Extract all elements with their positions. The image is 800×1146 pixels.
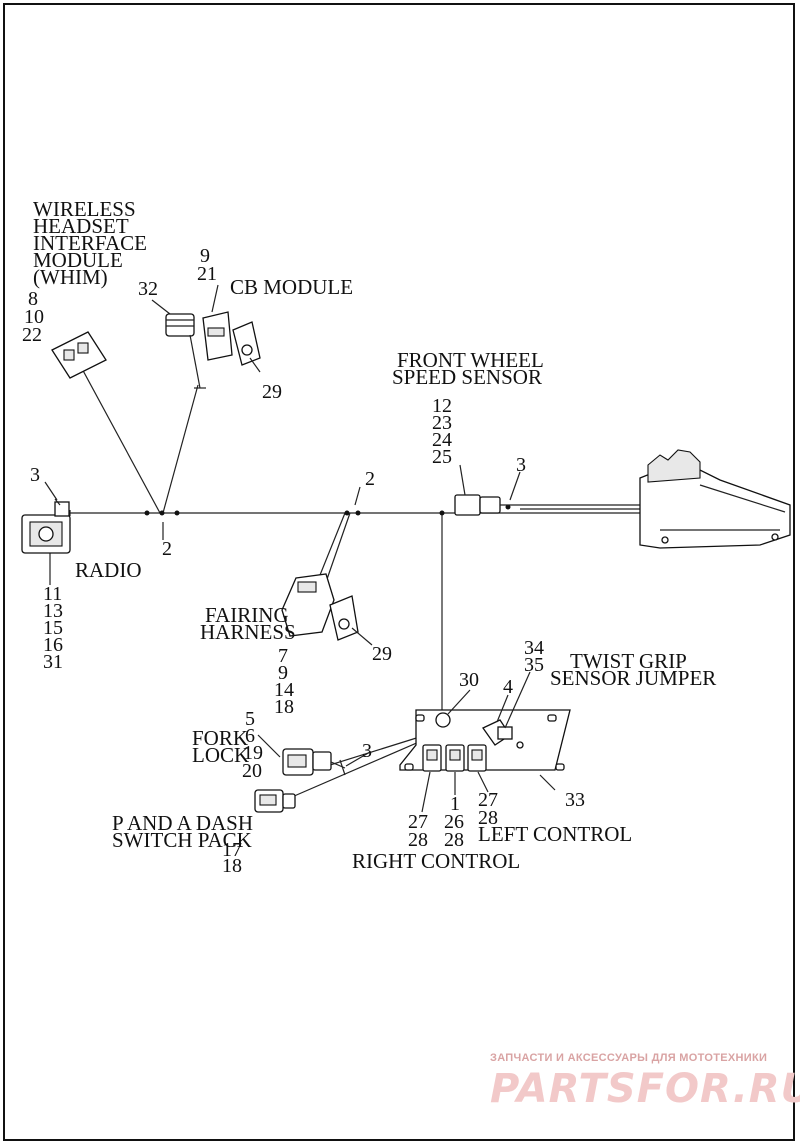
- switch-pack-component: [254, 789, 296, 813]
- callout-number: 35: [524, 654, 544, 676]
- radio-callouts: 11 13 15 16 31: [43, 583, 63, 673]
- whim-label-line: INTERFACE: [33, 231, 147, 255]
- cb-module-label: CB MODULE: [230, 275, 353, 299]
- callout-number: 10: [24, 306, 44, 328]
- callout-number: 3: [362, 740, 372, 762]
- radio-label: RADIO: [75, 558, 142, 582]
- whim-label-line: (WHIM): [33, 265, 108, 289]
- callout-number: 9: [278, 662, 288, 684]
- p-and-a-label-line: P AND A DASH: [112, 811, 253, 835]
- twist-grip-label-line: TWIST GRIP: [570, 649, 687, 673]
- callout-number: 2: [162, 538, 172, 560]
- callout-number: 31: [43, 651, 63, 673]
- fairing-harness-component: [281, 573, 359, 641]
- callout-number: 24: [432, 429, 452, 451]
- whim-label: WIRELESS HEADSET INTERFACE MODULE (WHIM): [33, 197, 147, 289]
- callout-number: 15: [43, 617, 63, 639]
- callout-number: 32: [138, 278, 158, 300]
- front-wheel-sensor-connector: [454, 494, 520, 516]
- callout-number: 16: [43, 634, 63, 656]
- callout-number: 28: [408, 829, 428, 851]
- callout-number: 3: [30, 464, 40, 486]
- callout-number: 19: [243, 742, 263, 764]
- watermark-caption: ЗАПЧАСТИ И АКСЕССУАРЫ ДЛЯ МОТОТЕХНИКИ: [490, 1052, 768, 1064]
- callout-number: 5: [245, 708, 255, 730]
- callout-number: 2: [365, 468, 375, 490]
- fork-lock-component: [282, 748, 346, 776]
- callout-number: 11: [43, 583, 62, 605]
- callout-number: 1: [450, 793, 460, 815]
- p-and-a-label-line: SWITCH PACK: [112, 828, 252, 852]
- left-control-label: LEFT CONTROL: [478, 822, 632, 846]
- control-bracket: [399, 709, 571, 772]
- callout-number: 28: [478, 807, 498, 829]
- cb-module-component: [165, 311, 261, 389]
- radio-component: [21, 498, 71, 554]
- fairing-label-line: HARNESS: [200, 620, 296, 644]
- callout-number: 27: [478, 789, 498, 811]
- watermark: ЗАПЧАСТИ И АКСЕССУАРЫ ДЛЯ МОТОТЕХНИКИ PA…: [490, 1052, 800, 1132]
- callout-number: 9: [200, 245, 210, 267]
- callout-number: 28: [444, 829, 464, 851]
- front-wheel-label-line: SPEED SENSOR: [392, 365, 542, 389]
- callout-number: 17: [222, 839, 242, 861]
- whim-label-line: WIRELESS: [33, 197, 136, 221]
- callout-number: 4: [503, 676, 513, 698]
- callout-number: 33: [565, 789, 585, 811]
- fork-lock-label-line: FORK: [192, 726, 248, 750]
- callout-number: 18: [222, 855, 242, 877]
- fairing-bracket: [639, 449, 791, 549]
- whim-label-line: HEADSET: [33, 214, 129, 238]
- junction-dots: [144, 504, 511, 516]
- whim-label-line: MODULE: [33, 248, 123, 272]
- twist-grip-label-line: SENSOR JUMPER: [550, 666, 716, 690]
- callout-number: 20: [242, 760, 262, 782]
- fork-lock-label-line: LOCK: [192, 743, 249, 767]
- front-wheel-label-line: FRONT WHEEL: [397, 348, 544, 372]
- right-control-label: RIGHT CONTROL: [352, 849, 520, 873]
- callout-number: 3: [516, 454, 526, 476]
- leader-lines: [44, 284, 556, 813]
- callout-number: 30: [459, 669, 479, 691]
- callout-number: 7: [278, 645, 288, 667]
- watermark-logo: PARTSFOR.RU: [490, 1066, 800, 1112]
- callout-number: 26: [444, 811, 464, 833]
- callout-number: 34: [524, 637, 544, 659]
- callout-number: 23: [432, 412, 452, 434]
- callout-number: 14: [274, 679, 294, 701]
- callout-number: 8: [28, 288, 38, 310]
- fairing-label-line: FAIRING: [205, 603, 289, 627]
- whim-component: [51, 331, 107, 379]
- callout-number: 27: [408, 811, 428, 833]
- callout-number: 22: [22, 324, 42, 346]
- callout-number: 29: [262, 381, 282, 403]
- callout-number: 18: [274, 696, 294, 718]
- page-border: [3, 3, 795, 1141]
- callout-number: 25: [432, 446, 452, 468]
- callout-number: 21: [197, 263, 217, 285]
- whim-callouts: 8 10 22: [22, 288, 44, 346]
- callout-number: 13: [43, 600, 63, 622]
- callout-number: 12: [432, 395, 452, 417]
- callout-number: 29: [372, 643, 392, 665]
- callout-number: 6: [245, 725, 255, 747]
